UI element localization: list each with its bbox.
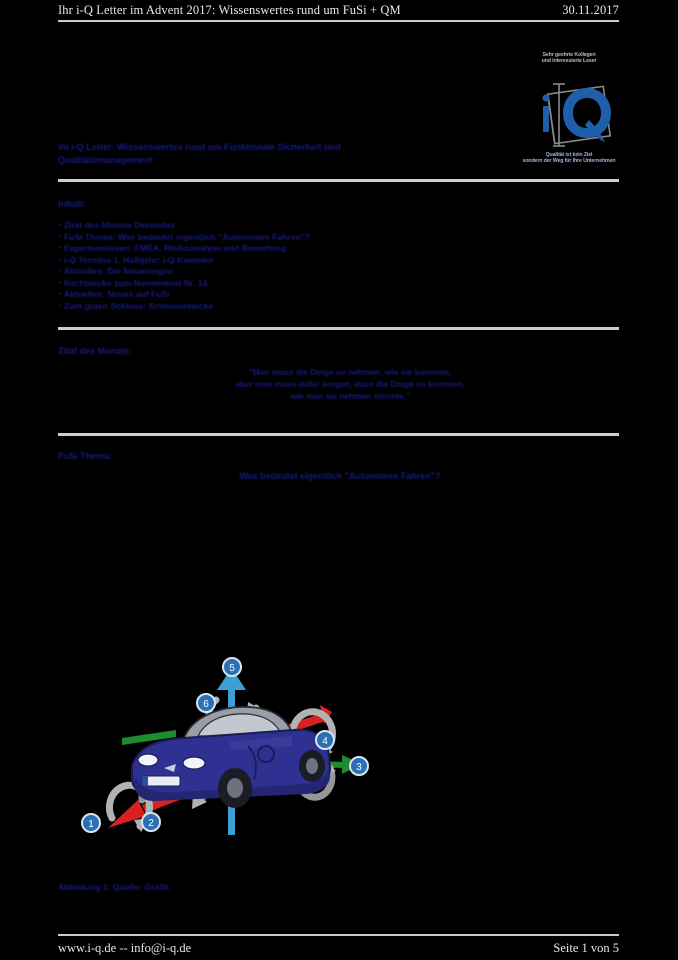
section-subtitle-fusi: Was bedeutet eigentlich "Autonomes Fahre… (239, 471, 441, 481)
toc-item[interactable]: Expertenwissen: FMEA, Risikoanalyse und … (58, 243, 488, 255)
badge-5: 5 (222, 657, 242, 677)
car-illustration (131, 706, 332, 808)
vehicle-dof-svg: 1 2 3 4 5 (81, 657, 369, 835)
section-heading-fusi: FuSi Thema: (58, 451, 113, 461)
logo-top-line-2: und interessierte Leser (541, 58, 597, 65)
toc-list: Zitat des Monats Dezember FuSi Thema: Wa… (58, 220, 488, 312)
badge-1: 1 (81, 813, 101, 833)
badge-3-label: 3 (356, 762, 362, 773)
badge-5-label: 5 (229, 663, 235, 674)
axis-badges: 1 2 3 4 5 (81, 657, 369, 833)
figure-caption: Abbildung 1: Quelle: Grafik (58, 882, 170, 892)
logo-bottom-line-2: sondern der Weg für Ihre Unternehmen (522, 158, 616, 165)
logo-bottom-line-1: Qualität ist kein Ziel (545, 152, 593, 158)
toc-item[interactable]: Zitat des Monats Dezember (58, 220, 488, 232)
document-title-line-2: Qualitätsmanagement (58, 154, 154, 165)
divider-after-title (58, 179, 619, 182)
logo-top-line-1: Sehr geehrte Kollegen (542, 52, 596, 58)
toc-item[interactable]: Rechtsecke zum Normentext Nr. 14 (58, 278, 488, 290)
divider-after-quote (58, 433, 619, 436)
page-footer: www.i-q.de -- info@i-q.de Seite 1 von 5 (58, 939, 619, 957)
toc-item[interactable]: Aktuelles: Die Neuerungen (58, 266, 488, 278)
footer-contact[interactable]: www.i-q.de -- info@i-q.de (58, 940, 192, 955)
iq-logo-mark (542, 83, 612, 147)
quote-of-the-month: "Man muss die Dinge so nehmen, wie sie k… (150, 366, 550, 403)
quote-line-1: "Man muss die Dinge so nehmen, wie sie k… (248, 367, 452, 377)
toc-heading: Inhalt: (58, 198, 87, 209)
document-title: Im i-Q Letter: Wissenswertes rund um Fun… (58, 141, 488, 166)
toc-item[interactable]: Zum guten Schluss: Schmunzelecke (58, 301, 488, 313)
logo-bottom-text: Qualität ist kein Ziel sondern der Weg f… (515, 152, 623, 165)
quote-line-2: aber man muss dafür sorgen, dass die Din… (235, 379, 465, 390)
footer-divider (58, 934, 619, 936)
header-title: Ihr i-Q Letter im Advent 2017: Wissenswe… (58, 3, 401, 17)
badge-2: 2 (141, 812, 161, 832)
figure-vehicle-dof: 1 2 3 4 5 (80, 650, 380, 840)
toc-item[interactable]: FuSi Thema: Was bedeutet eigentlich "Aut… (58, 232, 488, 244)
header-divider (58, 20, 619, 22)
company-logo: Sehr geehrte Kollegen und interessierte … (515, 52, 623, 174)
badge-6: 6 (196, 693, 216, 713)
badge-2-label: 2 (148, 818, 154, 829)
page-header: Ihr i-Q Letter im Advent 2017: Wissenswe… (58, 2, 619, 19)
divider-after-toc (58, 327, 619, 330)
document-title-line-1: Im i-Q Letter: Wissenswertes rund um Fun… (58, 142, 341, 152)
badge-3: 3 (349, 756, 369, 776)
toc-item[interactable]: i-Q Termine 1. Halbjahr: i-Q Kalender (58, 255, 488, 267)
quote-line-3: wie man sie nehmen möchte." (290, 391, 410, 402)
badge-4-label: 4 (322, 736, 328, 747)
badge-6-label: 6 (203, 699, 209, 710)
badge-4: 4 (315, 730, 335, 750)
header-date: 30.11.2017 (562, 3, 619, 17)
footer-page-number: Seite 1 von 5 (553, 940, 619, 955)
logo-top-text: Sehr geehrte Kollegen und interessierte … (515, 52, 623, 65)
toc-item[interactable]: Aktuelles: Neues auf FuSi (58, 289, 488, 301)
badge-1-label: 1 (88, 819, 94, 830)
section-heading-quote: Zitat des Monats: (58, 346, 133, 356)
